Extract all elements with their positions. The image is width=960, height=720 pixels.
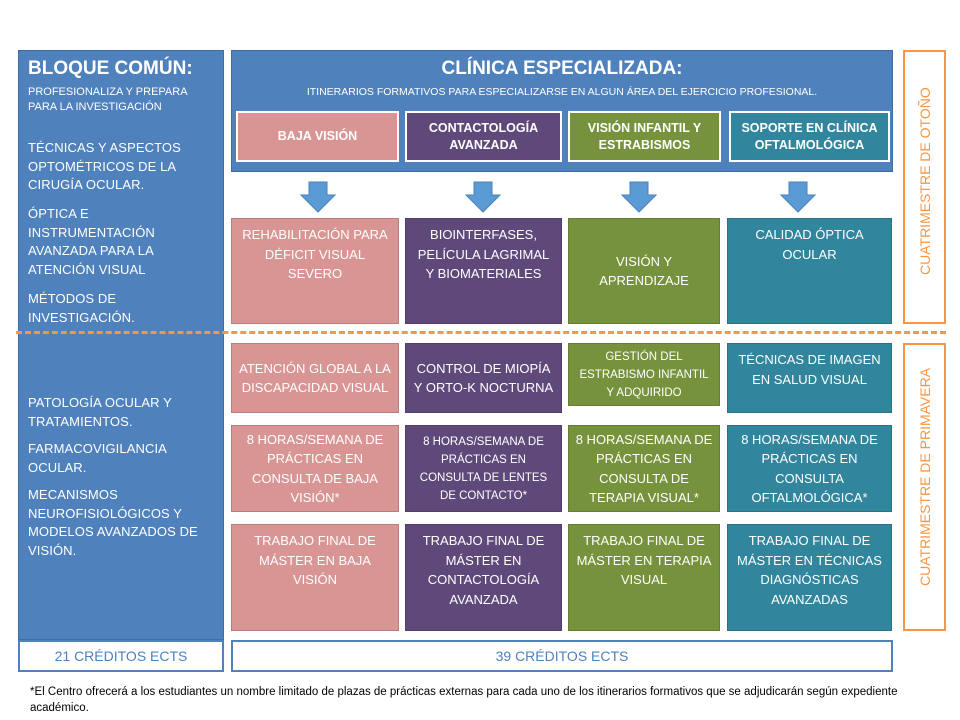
thesis-contactology: TRABAJO FINAL DE MÁSTER EN CONTACTOLOGÍA… (405, 524, 562, 631)
itinerary-tab-ophthalmic-support: SOPORTE EN CLÍNICA OFTALMOLÓGICA (729, 111, 890, 162)
common-credits: 21 CRÉDITOS ECTS (18, 640, 224, 672)
spring-course-ophthalmic: TÉCNICAS DE IMAGEN EN SALUD VISUAL (727, 343, 892, 413)
practicum-low-vision: 8 HORAS/SEMANA DE PRÁCTICAS EN CONSULTA … (231, 425, 399, 512)
spring-semester-frame: CUATRIMESTRE DE PRIMAVERA (903, 343, 946, 631)
common-block-title: BLOQUE COMÚN: (28, 58, 193, 79)
down-arrow-icon (780, 181, 816, 213)
itinerary-tab-low-vision: BAJA VISIÓN (236, 111, 399, 162)
down-arrow-icon (465, 181, 501, 213)
common-autumn-item-1: TÉCNICAS Y ASPECTOS OPTOMÉTRICOS DE LA C… (28, 140, 181, 192)
common-autumn-item-3: MÉTODOS DE INVESTIGACIÓN. (28, 291, 135, 325)
down-arrow-icon (621, 181, 657, 213)
thesis-low-vision: TRABAJO FINAL DE MÁSTER EN BAJA VISIÓN (231, 524, 399, 631)
common-spring-item-3: MECANISMOS NEUROFISIOLÓGICOS Y MODELOS A… (28, 487, 198, 558)
thesis-diagnostic-techniques: TRABAJO FINAL DE MÁSTER EN TÉCNICAS DIAG… (727, 524, 892, 631)
itinerary-tab-child-vision: VISIÓN INFANTIL Y ESTRABISMOS (568, 111, 721, 162)
down-arrow-icon (300, 181, 336, 213)
common-block-panel (18, 50, 224, 640)
autumn-course-child-vision: VISIÓN Y APRENDIZAJE (568, 218, 720, 324)
practicum-ophthalmic: 8 HORAS/SEMANA DE PRÁCTICAS EN CONSULTA … (727, 425, 892, 512)
spring-course-low-vision: ATENCIÓN GLOBAL A LA DISCAPACIDAD VISUAL (231, 343, 399, 413)
common-spring-item-1: PATOLOGÍA OCULAR Y TRATAMIENTOS. (28, 395, 172, 429)
autumn-course-contactology: BIOINTERFASES, PELÍCULA LAGRIMAL Y BIOMA… (405, 218, 562, 324)
spring-course-child-vision: GESTIÓN DEL ESTRABISMO INFANTIL Y ADQUIR… (568, 343, 720, 406)
semester-divider (16, 331, 946, 334)
specialized-clinic-title: CLÍNICA ESPECIALIZADA: (441, 58, 683, 79)
practicum-contactology: 8 HORAS/SEMANA DE PRÁCTICAS EN CONSULTA … (405, 425, 562, 512)
autumn-semester-frame: CUATRIMESTRE DE OTOÑO (903, 50, 946, 324)
spring-course-contactology: CONTROL DE MIOPÍA Y ORTO-K NOCTURNA (405, 343, 562, 413)
autumn-course-low-vision: REHABILITACIÓN PARA DÉFICIT VISUAL SEVER… (231, 218, 399, 324)
itinerary-tab-contactology: CONTACTOLOGÍA AVANZADA (405, 111, 562, 162)
common-block-subtitle: PROFESIONALIZA Y PREPARA PARA LA INVESTI… (28, 86, 187, 113)
specialized-clinic-subtitle: ITINERARIOS FORMATIVOS PARA ESPECIALIZAR… (306, 86, 818, 98)
autumn-course-ophthalmic: CALIDAD ÓPTICA OCULAR (727, 218, 892, 324)
footnote: *El Centro ofrecerá a los estudiantes un… (30, 686, 898, 714)
thesis-child-vision: TRABAJO FINAL DE MÁSTER EN TERAPIA VISUA… (568, 524, 720, 631)
common-spring-item-2: FARMACOVIGILANCIA OCULAR. (28, 441, 167, 475)
common-autumn-item-2: ÓPTICA E INSTRUMENTACIÓN AVANZADA PARA L… (28, 206, 155, 277)
practicum-child-vision: 8 HORAS/SEMANA DE PRÁCTICAS EN CONSULTA … (568, 425, 720, 512)
autumn-semester-label: CUATRIMESTRE DE OTOÑO (917, 87, 933, 275)
specialized-credits: 39 CRÉDITOS ECTS (231, 640, 893, 672)
spring-semester-label: CUATRIMESTRE DE PRIMAVERA (917, 367, 933, 586)
